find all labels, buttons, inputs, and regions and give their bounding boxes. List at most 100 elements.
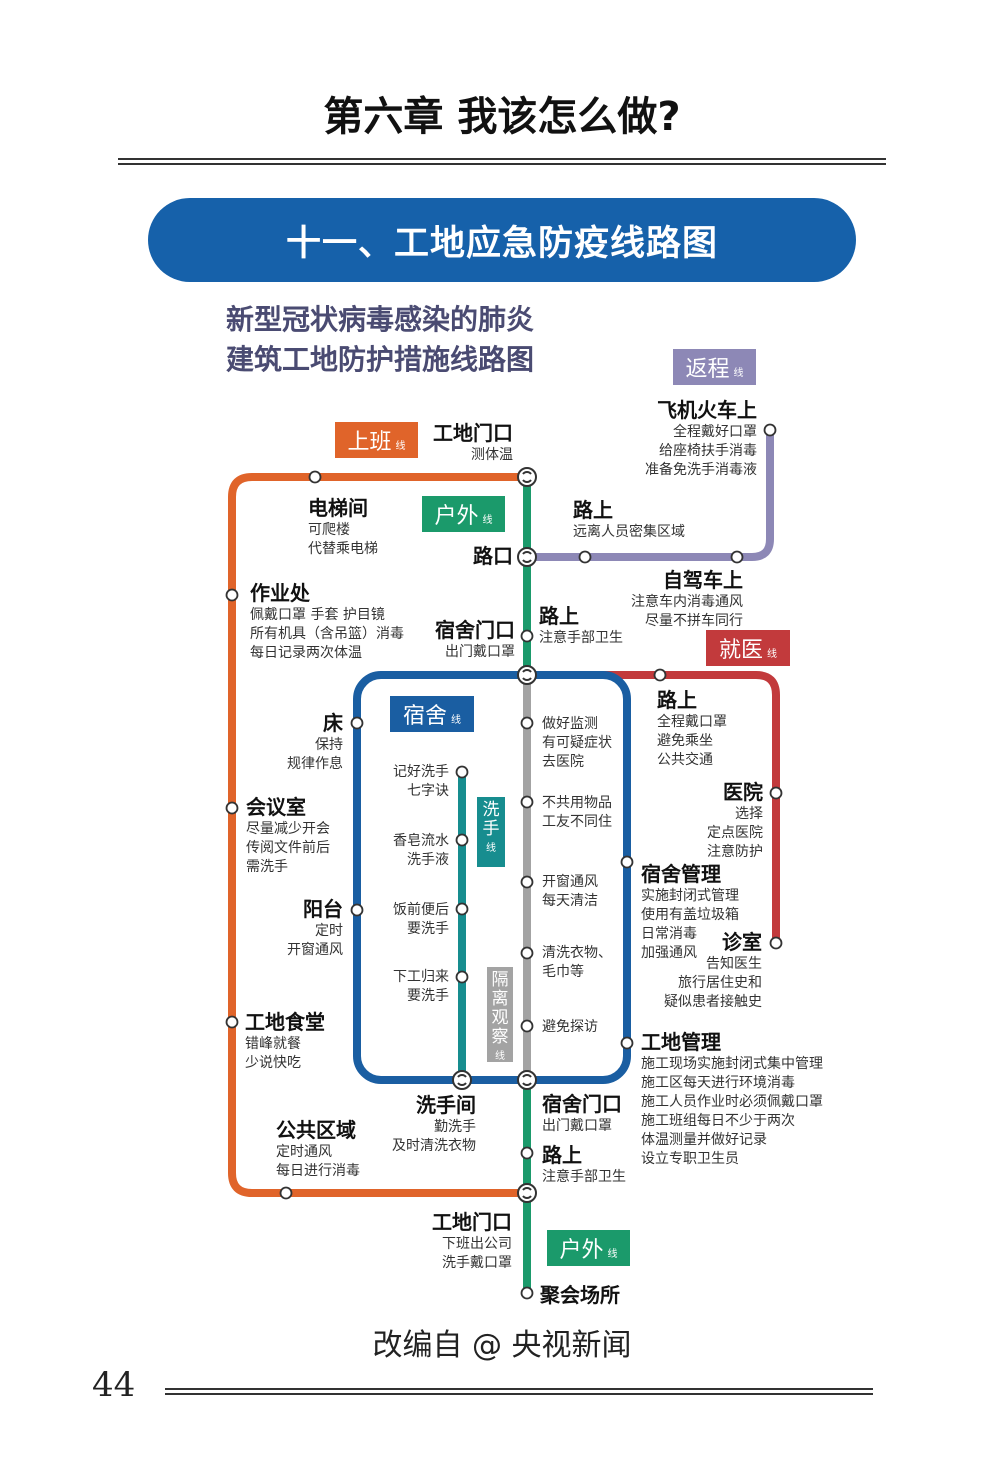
- station-note: 规律作息: [287, 756, 343, 772]
- station-road-green-2: 路上注意手部卫生: [542, 1142, 626, 1187]
- station-note: 实施封闭式管理: [641, 888, 739, 904]
- station-title: 公共区域: [276, 1118, 356, 1142]
- station-note: 定时: [315, 923, 343, 939]
- station-gate-in: 工地门口测体温: [433, 420, 513, 465]
- station-note: 注意防护: [707, 844, 763, 860]
- station-note: 要洗手: [407, 988, 449, 1004]
- badge-huwai-bottom: 户外线: [547, 1230, 630, 1266]
- station-note: 传阅文件前后: [246, 840, 330, 856]
- station-note: 注意车内消毒通风: [631, 594, 743, 610]
- station-note: 记好洗手: [393, 764, 449, 780]
- station-note: 下工归来: [393, 969, 449, 985]
- station-washroom: 洗手间勤洗手及时清洗衣物: [392, 1092, 476, 1156]
- station-note: 设立专职卫生员: [641, 1151, 739, 1167]
- station-note: 定时通风: [276, 1144, 332, 1160]
- station-note: 需洗手: [246, 859, 288, 875]
- station-note: 旅行居住史和: [678, 975, 762, 991]
- station-note: 告知医生: [706, 956, 762, 972]
- station-title: 自驾车上: [663, 568, 743, 592]
- station-canteen: 工地食堂错峰就餐少说快吃: [245, 1009, 325, 1073]
- station-title: 路口: [473, 544, 513, 568]
- badge-label: 户外: [434, 504, 479, 529]
- station-note: 公共交通: [657, 752, 713, 768]
- station-note: 日常消毒: [641, 926, 697, 942]
- station-note: 七字诀: [407, 783, 449, 799]
- station-note: 避免乘坐: [657, 733, 713, 749]
- footer-rule: [165, 1388, 873, 1395]
- station-note: 全程戴口罩: [657, 714, 727, 730]
- station-title: 路上: [542, 1143, 582, 1167]
- badge-label: 户外: [559, 1238, 604, 1263]
- station-note: 尽量不拼车同行: [645, 613, 743, 629]
- station-note: 测体温: [471, 447, 513, 463]
- station-note: 注意手部卫生: [539, 630, 623, 646]
- station-elevator: 电梯间可爬楼代替乘电梯: [308, 495, 378, 559]
- station-iso-5: 避免探访: [542, 1018, 598, 1037]
- station-note: 开窗通风: [287, 942, 343, 958]
- line-fancheng: [523, 426, 774, 561]
- station-note: 有可疑症状: [542, 735, 612, 751]
- badge-fancheng: 返程线: [673, 349, 756, 385]
- station-note: 做好监测: [542, 716, 598, 732]
- station-gate-out: 工地门口下班出公司洗手戴口罩: [432, 1209, 512, 1273]
- station-title: 宿舍管理: [641, 862, 721, 886]
- station-wash-1: 记好洗手七字诀: [393, 763, 449, 801]
- station-wash-3: 饭前便后要洗手: [393, 901, 449, 939]
- badge-suffix: 线: [767, 648, 777, 660]
- station-title: 路上: [657, 688, 697, 712]
- station-title: 工地门口: [433, 421, 513, 445]
- station-note: 保持: [315, 737, 343, 753]
- badge-suffix: 线: [451, 714, 461, 726]
- station-meeting: 会议室尽量减少开会传阅文件前后需洗手: [246, 794, 330, 877]
- station-note: 全程戴好口罩: [673, 424, 757, 440]
- station-note: 工友不同住: [542, 814, 612, 830]
- station-title: 工地门口: [432, 1210, 512, 1234]
- station-road-purple: 路上远离人员密集区域: [573, 497, 685, 542]
- badge-suffix: 线: [607, 1248, 618, 1260]
- page-number: 44: [92, 1365, 136, 1405]
- badge-label: 返程: [685, 357, 730, 382]
- station-note: 体温测量并做好记录: [641, 1132, 767, 1148]
- station-note: 远离人员密集区域: [573, 524, 685, 540]
- station-bed: 床保持规律作息: [287, 710, 343, 774]
- station-title: 飞机火车上: [657, 398, 757, 422]
- station-note: 所有机具（含吊篮）消毒: [250, 626, 404, 642]
- station-note: 去医院: [542, 754, 584, 770]
- line-sushe: [353, 671, 631, 1084]
- station-crossing: 路口: [473, 543, 513, 569]
- station-note: 每天清洁: [542, 893, 598, 909]
- station-note: 要洗手: [407, 921, 449, 937]
- station-note: 佩戴口罩 手套 护目镜: [250, 607, 385, 623]
- station-gathering: 聚会场所: [540, 1282, 620, 1308]
- station-note: 可爬楼: [308, 522, 350, 538]
- station-note: 洗手戴口罩: [442, 1255, 512, 1271]
- station-title: 路上: [573, 498, 613, 522]
- station-note: 选择: [735, 806, 763, 822]
- station-note: 出门戴口罩: [542, 1118, 612, 1134]
- source-credit: 改编自 @ 央视新闻: [372, 1328, 632, 1363]
- station-dorm-door-2: 宿舍门口出门戴口罩: [542, 1091, 622, 1136]
- station-plane: 飞机火车上全程戴好口罩给座椅扶手消毒准备免洗手消毒液: [645, 397, 757, 480]
- station-note: 避免探访: [542, 1019, 598, 1035]
- station-work: 作业处佩戴口罩 手套 护目镜所有机具（含吊篮）消毒每日记录两次体温: [250, 580, 404, 663]
- station-note: 施工人员作业时必须佩戴口罩: [641, 1094, 823, 1110]
- station-note: 勤洗手: [434, 1119, 476, 1135]
- station-title: 路上: [539, 604, 579, 628]
- station-dorm-mgmt: 宿舍管理实施封闭式管理使用有盖垃圾箱日常消毒加强通风: [641, 861, 739, 963]
- station-dots: [225, 423, 783, 1300]
- station-note: 出门戴口罩: [445, 644, 515, 660]
- badge-geli: 隔离观察线: [487, 967, 513, 1062]
- station-note: 施工现场实施封闭式集中管理: [641, 1056, 823, 1072]
- station-note: 不共用物品: [542, 795, 612, 811]
- station-note: 及时清洗衣物: [392, 1138, 476, 1154]
- station-title: 洗手间: [416, 1093, 476, 1117]
- station-title: 阳台: [303, 897, 343, 921]
- station-site-mgmt: 工地管理施工现场实施封闭式集中管理施工区每天进行环境消毒施工人员作业时必须佩戴口…: [641, 1029, 823, 1169]
- badge-suffix: 线: [486, 843, 496, 854]
- badge-jiuyi: 就医线: [706, 630, 790, 666]
- badge-suffix: 线: [733, 367, 744, 379]
- badge-suffix: 线: [395, 440, 406, 452]
- interchange-icons: [452, 467, 537, 1203]
- station-note: 每日进行消毒: [276, 1163, 360, 1179]
